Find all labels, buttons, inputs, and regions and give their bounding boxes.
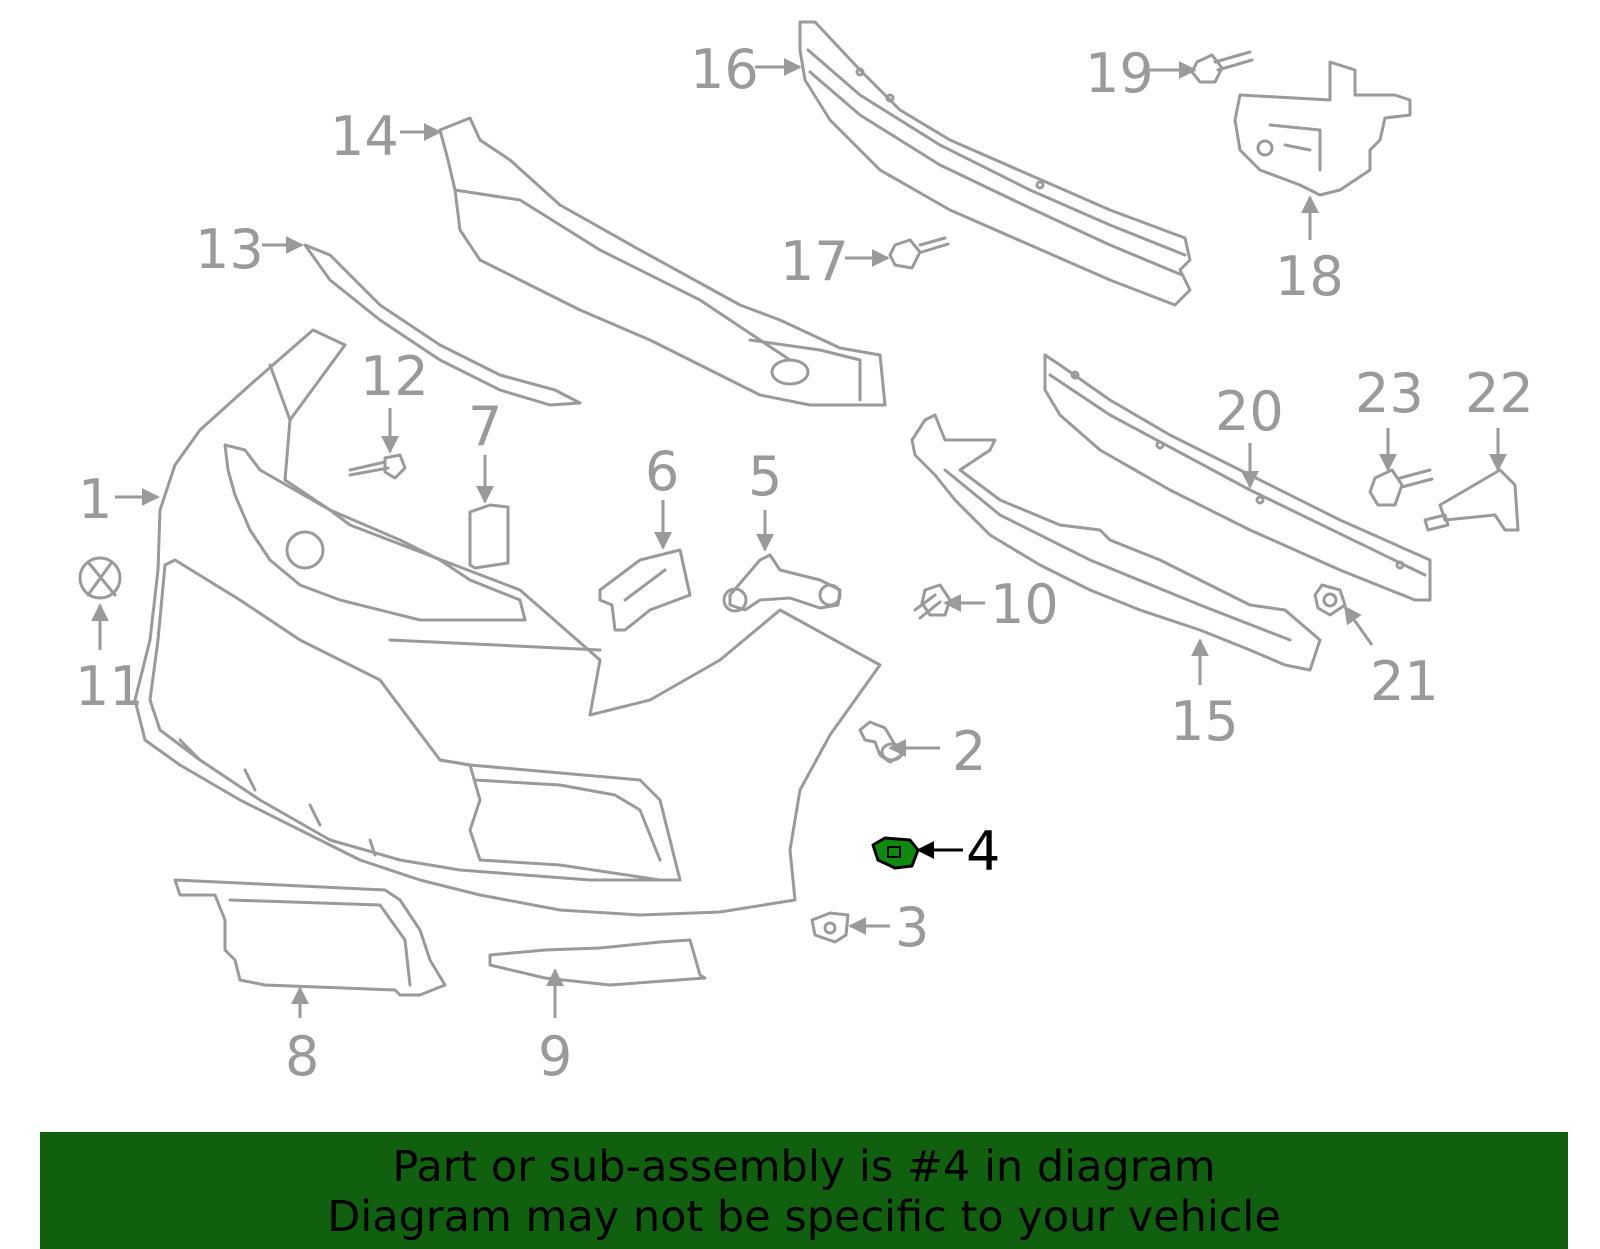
callout-18: 18 bbox=[1275, 245, 1344, 308]
callout-8: 8 bbox=[285, 1025, 319, 1088]
callout-17: 17 bbox=[780, 230, 849, 293]
callout-2: 2 bbox=[952, 720, 986, 783]
part-9-lower-molding bbox=[488, 938, 707, 987]
callout-6: 6 bbox=[645, 440, 679, 503]
callout-19: 19 bbox=[1085, 42, 1154, 105]
part-19-bolt bbox=[1190, 50, 1254, 84]
part-7-block bbox=[468, 503, 510, 570]
part-3-clip bbox=[810, 911, 850, 944]
callout-23: 23 bbox=[1355, 362, 1424, 425]
callout-numbers: 1 2 3 4 5 6 7 8 9 10 11 12 13 14 15 16 1… bbox=[75, 38, 1534, 1088]
part-11-emblem bbox=[78, 556, 122, 600]
part-6-bracket bbox=[598, 548, 692, 632]
part-22-bracket bbox=[1423, 468, 1520, 532]
callout-arrows bbox=[91, 58, 1507, 1018]
callout-21: 21 bbox=[1370, 650, 1439, 713]
part-10-screw bbox=[913, 583, 952, 620]
callout-12: 12 bbox=[360, 345, 429, 408]
part-5-arm bbox=[722, 553, 842, 613]
callout-4: 4 bbox=[966, 820, 1000, 883]
part-21-nut bbox=[1313, 583, 1347, 617]
part-13-molding-strip bbox=[303, 243, 582, 407]
part-23-bolt bbox=[1368, 468, 1434, 507]
part-12-bolt bbox=[348, 453, 407, 480]
callout-5: 5 bbox=[748, 445, 782, 508]
banner-line-1: Part or sub-assembly is #4 in diagram bbox=[392, 1142, 1216, 1192]
banner-line-2: Diagram may not be specific to your vehi… bbox=[327, 1192, 1281, 1242]
parts-diagram: 1 2 3 4 5 6 7 8 9 10 11 12 13 14 15 16 1… bbox=[75, 20, 1534, 1088]
callout-10: 10 bbox=[990, 573, 1059, 636]
callout-22: 22 bbox=[1465, 362, 1534, 425]
callout-3: 3 bbox=[895, 896, 929, 959]
callout-7: 7 bbox=[468, 395, 502, 458]
part-4-highlighted-clip bbox=[871, 836, 920, 870]
callout-1: 1 bbox=[78, 468, 112, 531]
callout-13: 13 bbox=[195, 218, 264, 281]
part-17-bolt bbox=[888, 236, 950, 270]
callout-20: 20 bbox=[1215, 380, 1284, 443]
callout-11: 11 bbox=[75, 655, 144, 718]
callout-9: 9 bbox=[538, 1025, 572, 1088]
part-2-clip bbox=[858, 720, 904, 764]
part-14-absorber bbox=[438, 116, 887, 407]
callout-14: 14 bbox=[330, 105, 399, 168]
part-8-lower-grille bbox=[173, 878, 447, 997]
part-15-lower-absorber bbox=[910, 413, 1322, 672]
part-16-reinforcement bbox=[798, 20, 1192, 307]
part-20-bar bbox=[1043, 353, 1432, 602]
part-18-bracket bbox=[1233, 60, 1412, 197]
part-1-bumper-cover bbox=[133, 328, 882, 917]
callout-15: 15 bbox=[1170, 690, 1239, 753]
info-banner: Part or sub-assembly is #4 in diagram Di… bbox=[40, 1132, 1568, 1249]
callout-16: 16 bbox=[690, 38, 759, 101]
